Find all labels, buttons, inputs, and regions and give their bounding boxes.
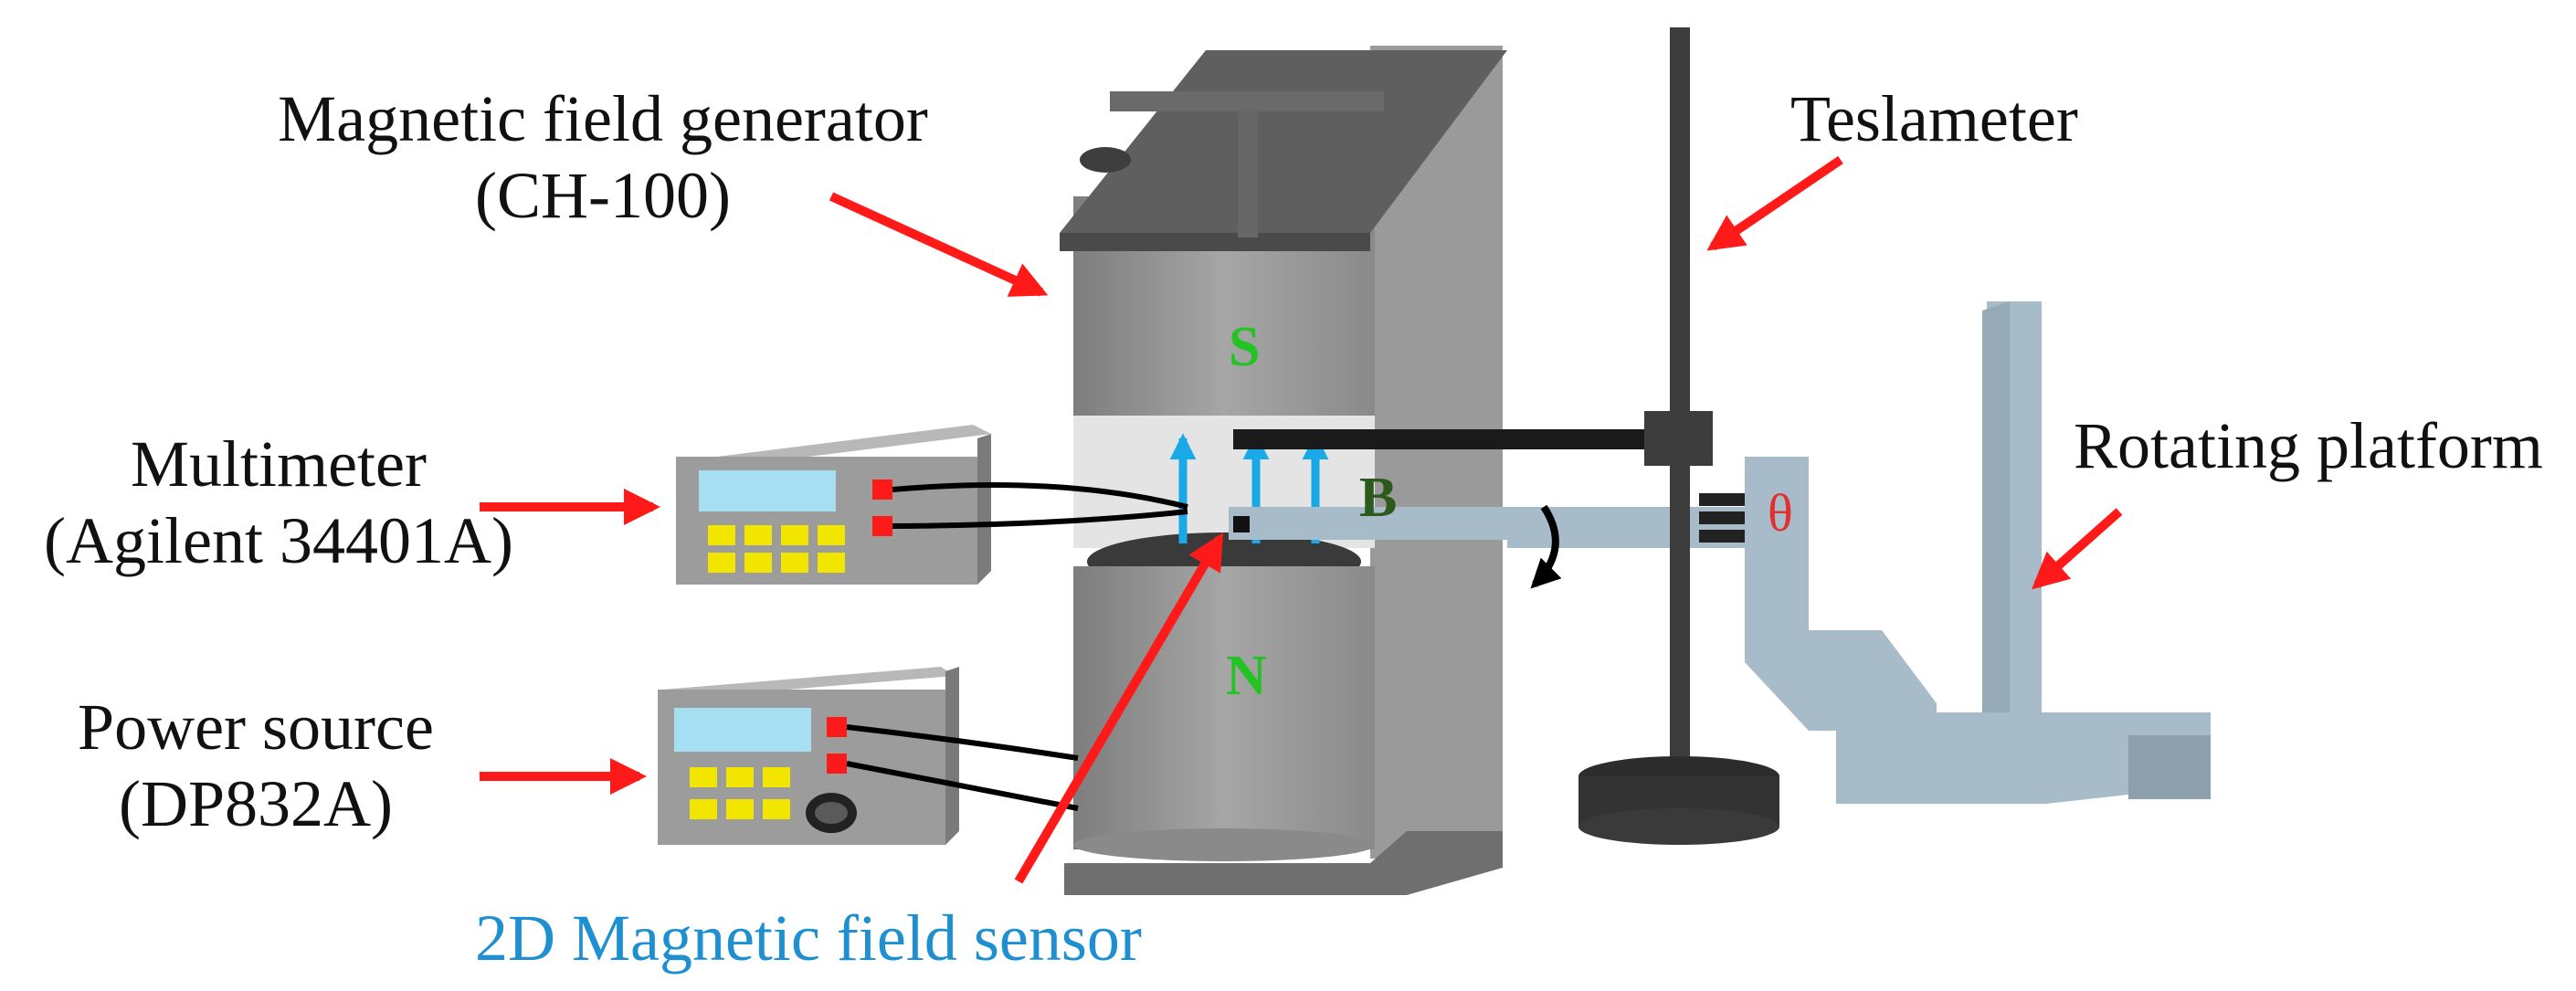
power-source-label-line2: (DP832A): [119, 767, 393, 840]
pointer-arrows: [480, 155, 2123, 884]
teslameter-label: Teslameter: [1790, 82, 2078, 155]
rotating-platform-label: Rotating platform: [2074, 409, 2543, 482]
generator-arrow: [829, 192, 1049, 297]
multimeter-label-line2: (Agilent 34401A): [44, 504, 513, 577]
power-source-label: Power source (DP832A): [18, 689, 493, 842]
teslameter-stand: [1233, 27, 1779, 845]
south-pole-letter: S: [1229, 316, 1261, 378]
north-pole-letter: N: [1226, 645, 1267, 707]
teslameter-arrow: [1706, 155, 1843, 251]
multimeter-device: [676, 425, 991, 585]
field-letter: B: [1359, 467, 1398, 529]
wires: [846, 481, 1188, 811]
angle-letter: θ: [1768, 483, 1793, 543]
power-source-device: [658, 667, 959, 845]
sensor-label: 2D Magnetic field sensor: [475, 901, 1142, 975]
multimeter-label: Multimeter (Agilent 34401A): [0, 426, 557, 579]
rotating-platform-arrow: [2032, 508, 2123, 590]
sensor-arm: [1229, 504, 1754, 589]
generator-label-line1: Magnetic field generator: [278, 82, 928, 155]
sensor-arrow: [1014, 532, 1224, 884]
rotating-platform: [1699, 301, 2211, 804]
generator-label: Magnetic field generator (CH-100): [256, 80, 950, 234]
magnetic-field-generator: [1060, 46, 1507, 895]
multimeter-label-line1: Multimeter: [131, 427, 427, 501]
generator-label-line2: (CH-100): [475, 159, 731, 232]
power-source-label-line1: Power source: [78, 691, 434, 764]
